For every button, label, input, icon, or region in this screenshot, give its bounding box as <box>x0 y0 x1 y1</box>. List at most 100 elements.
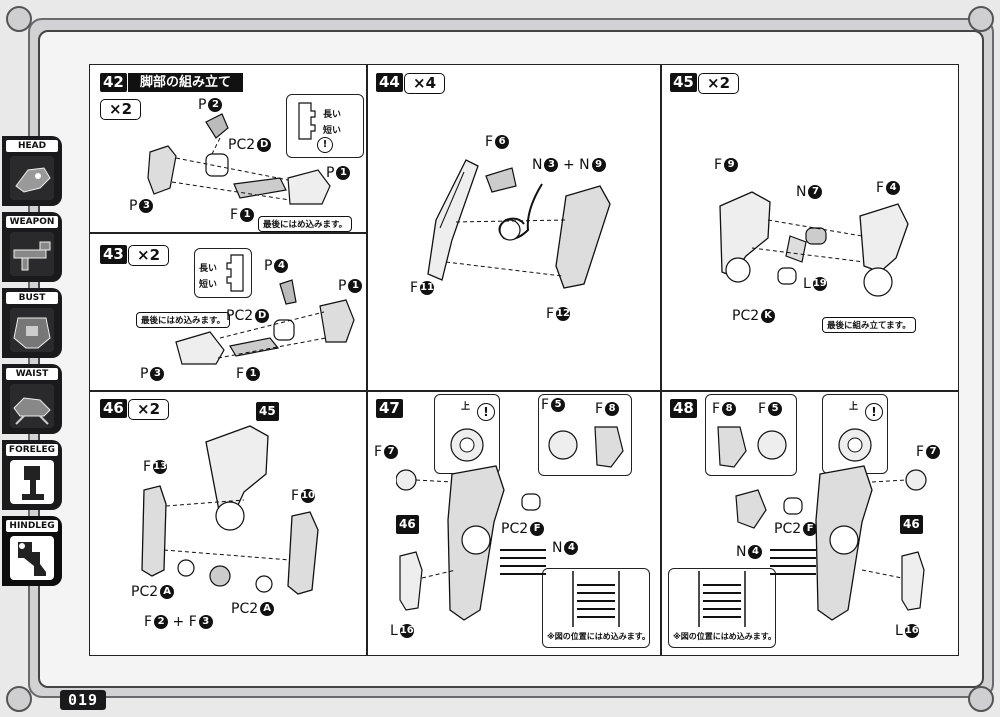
weapon-thumbnail-icon <box>10 232 54 276</box>
bust-thumbnail-icon <box>10 308 54 352</box>
sidebar-tab-foreleg[interactable]: FORELEG <box>2 440 62 510</box>
step-43-diagram <box>175 279 355 365</box>
label-up: 上 <box>849 402 859 412</box>
connector-pin-icon <box>298 102 316 140</box>
step-multiplier: ×4 <box>404 73 446 94</box>
step-multiplier: ×2 <box>128 245 170 266</box>
corner-ornament <box>6 686 32 712</box>
sidebar-tab-label: WEAPON <box>6 216 58 228</box>
step-number: 43 <box>100 245 127 264</box>
step-multiplier: ×2 <box>128 399 170 420</box>
note-last-insert: 最後にはめ込みます。 <box>258 216 353 232</box>
part-pair-icon <box>717 426 787 468</box>
caution-icon: ! <box>865 403 883 421</box>
part-pair-icon <box>548 426 624 468</box>
step-number: 45 <box>670 73 697 92</box>
orientation-part-icon <box>838 428 872 462</box>
label-long: 長い <box>323 110 342 120</box>
foreleg-thumbnail-icon <box>10 460 54 504</box>
waist-thumbnail-icon <box>10 384 54 428</box>
page-number: 019 <box>60 690 107 710</box>
sidebar-tab-label: HINDLEG <box>6 520 58 532</box>
label-up: 上 <box>461 402 471 412</box>
sidebar-tab-hindleg[interactable]: HINDLEG <box>2 516 62 586</box>
sidebar-tab-label: HEAD <box>6 140 58 152</box>
step-number: 46 <box>100 399 127 418</box>
position-detail-inset: ※図の位置にはめ込みます。 <box>542 568 650 648</box>
head-thumbnail-icon <box>10 156 54 200</box>
hindleg-thumbnail-icon <box>10 536 54 580</box>
caution-icon: ! <box>317 137 333 153</box>
step-45-diagram <box>719 191 909 297</box>
position-detail-inset: ※図の位置にはめ込みます。 <box>668 568 776 648</box>
section-sidebar: HEAD WEAPON BUST WAIST FORELEG <box>0 112 66 590</box>
note-last-insert: 最後にはめ込みます。 <box>136 312 231 328</box>
spring-position-icon <box>572 571 620 627</box>
corner-ornament <box>968 6 994 32</box>
reference-step-46: 46 <box>900 515 923 534</box>
corner-ornament <box>968 686 994 712</box>
label-short: 短い <box>199 280 218 290</box>
sidebar-tab-weapon[interactable]: WEAPON <box>2 212 62 282</box>
sidebar-tab-bust[interactable]: BUST <box>2 288 62 358</box>
label-short: 短い <box>323 126 342 136</box>
step-number: 47 <box>376 399 403 418</box>
sidebar-tab-label: BUST <box>6 292 58 304</box>
step-48-diagram <box>735 465 927 621</box>
step-46-diagram <box>141 425 319 595</box>
reference-step-46: 46 <box>396 515 419 534</box>
caution-icon: ! <box>477 403 495 421</box>
orientation-part-icon <box>450 428 484 462</box>
length-detail-inset: 長い 短い ! <box>286 94 364 158</box>
sidebar-tab-label: FORELEG <box>6 444 58 456</box>
step-number: 44 <box>376 73 403 92</box>
step-42-diagram <box>147 113 331 205</box>
step-title: 脚部の組み立て <box>128 73 244 92</box>
sidebar-tab-head[interactable]: HEAD <box>2 136 62 206</box>
note-insert-position: ※図の位置にはめ込みます。 <box>673 632 776 641</box>
corner-ornament <box>6 6 32 32</box>
orientation-detail-inset: 上 ! <box>822 394 888 474</box>
connector-pin-icon <box>226 254 244 292</box>
step-number: 42 <box>100 73 127 92</box>
note-insert-position: ※図の位置にはめ込みます。 <box>547 632 650 641</box>
note-last-assemble: 最後に組み立てます。 <box>822 317 916 333</box>
orientation-detail-inset: 上 ! <box>434 394 500 474</box>
sidebar-tab-label: WAIST <box>6 368 58 380</box>
sidebar-tab-waist[interactable]: WAIST <box>2 364 62 434</box>
step-multiplier: ×2 <box>698 73 740 94</box>
